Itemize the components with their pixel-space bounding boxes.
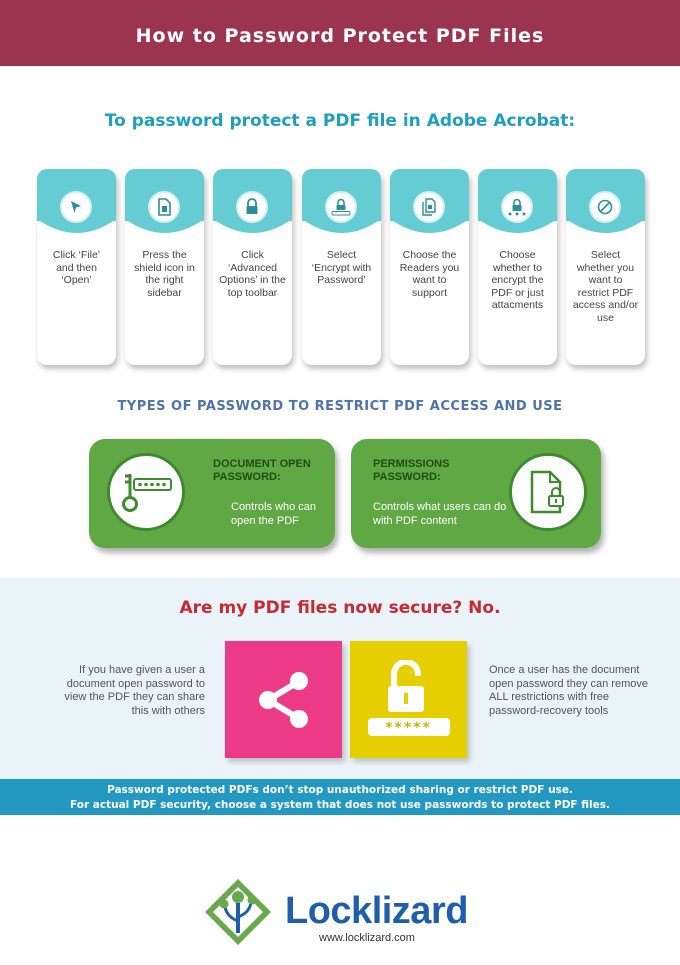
share-icon	[258, 671, 308, 728]
step-text: Click ‘File’ and then ‘Open’	[52, 249, 101, 286]
step-card-2: Press the shield icon in the right sideb…	[125, 169, 204, 365]
step-text: Choose the Readers you want to support	[399, 249, 460, 299]
brand-name: Locklizard	[285, 890, 468, 932]
locklizard-logo-icon	[203, 877, 273, 947]
step-text: Select whether you want to restrict PDF …	[572, 249, 639, 324]
permissions-password-desc: Controls what users can do with PDF cont…	[373, 501, 507, 527]
step-card-6: Choose whether to encrypt the PDF or jus…	[478, 169, 557, 365]
open-password-desc: Controls who can open the PDF	[231, 501, 316, 527]
share-tile	[225, 641, 342, 758]
step-card-1: Click ‘File’ and then ‘Open’	[37, 169, 116, 365]
step-text: Choose whether to encrypt the PDF or jus…	[491, 249, 544, 311]
password-lock-icon	[325, 191, 357, 223]
unlocked-padlock-icon	[387, 659, 424, 712]
step-card-5: Choose the Readers you want to support	[390, 169, 469, 365]
acrobat-subtitle: To password protect a PDF file in Adobe …	[104, 111, 576, 131]
open-password-title: DOCUMENT OPEN PASSWORD:	[213, 458, 311, 483]
permissions-password-box: PERMISSIONS PASSWORD: Controls what user…	[351, 439, 601, 548]
document-lock-icon	[509, 453, 587, 531]
step-card-7: Select whether you want to restrict PDF …	[566, 169, 645, 365]
step-card-4: Select ‘Encrypt with Password’	[302, 169, 381, 365]
document-open-password-box: DOCUMENT OPEN PASSWORD: Controls who can…	[89, 439, 335, 548]
encrypt-attachment-icon	[501, 191, 533, 223]
step-text: Click ‘Advanced Options’ in the top tool…	[219, 249, 286, 299]
page-header: How to Password Protect PDF Files	[0, 0, 680, 66]
step-text: Select ‘Encrypt with Password’	[311, 249, 372, 286]
cursor-icon	[60, 191, 92, 223]
banner-line-1: Password protected PDFs don’t stop unaut…	[107, 784, 573, 796]
step-text: Press the shield icon in the right sideb…	[134, 249, 195, 299]
permissions-password-title: PERMISSIONS PASSWORD:	[373, 458, 450, 483]
restrict-icon	[589, 191, 621, 223]
password-mask-field: *****	[367, 717, 450, 736]
key-icon	[107, 453, 185, 531]
types-title: TYPES OF PASSWORD TO RESTRICT PDF ACCESS…	[117, 399, 563, 414]
share-explanation: If you have given a user a document open…	[64, 664, 205, 717]
banner-line-2: For actual PDF security, choose a system…	[69, 799, 610, 811]
page-title: How to Password Protect PDF Files	[135, 25, 545, 47]
document-icon	[148, 191, 180, 223]
step-card-3: Click ‘Advanced Options’ in the top tool…	[213, 169, 292, 365]
restrictions-explanation: Once a user has the document open passwo…	[489, 664, 648, 717]
footer-section	[0, 815, 680, 965]
unlocked-tile: *****	[350, 641, 467, 758]
lock-icon	[236, 191, 268, 223]
brand-url[interactable]: www.locklizard.com	[319, 932, 415, 944]
secure-question: Are my PDF files now secure? No.	[179, 598, 501, 618]
document-readers-icon	[413, 191, 445, 223]
warning-banner: Password protected PDFs don’t stop unaut…	[0, 779, 680, 815]
